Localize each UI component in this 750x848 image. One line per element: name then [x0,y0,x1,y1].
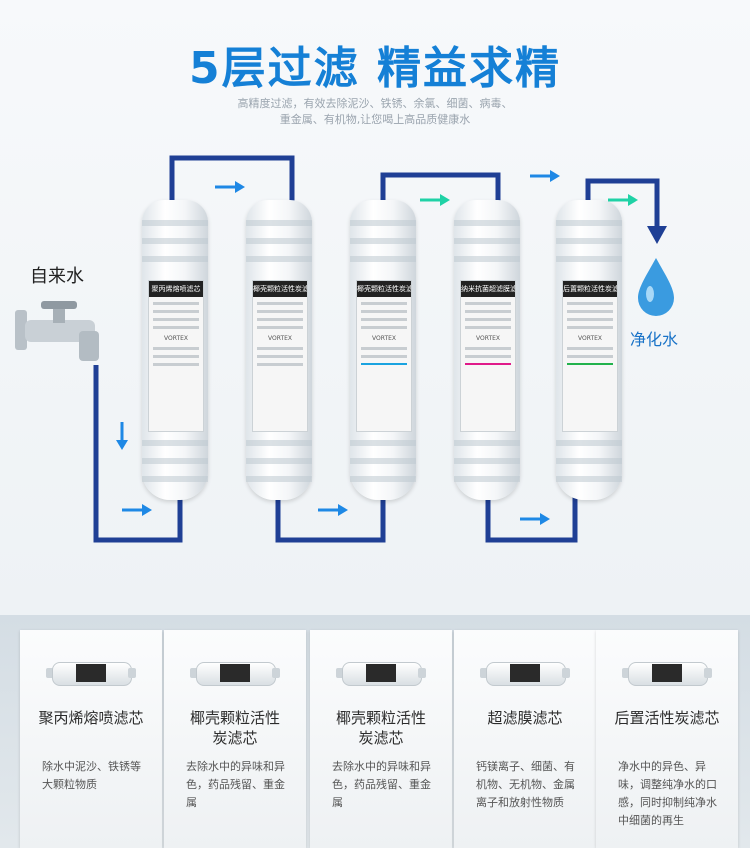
card-title: 后置活性炭滤芯 [614,709,720,727]
headline: 5层过滤 精益求精 [189,43,561,94]
filter-color-stripe [361,363,407,365]
mini-filter-image [622,660,712,686]
filter-card-1: 聚丙烯熔喷滤芯 除水中泥沙、铁锈等大颗粒物质 [20,630,162,848]
outlet-label: 净化水 [630,330,679,349]
flow-arrows [116,170,638,525]
card-title: 椰壳颗粒活性炭滤芯 [189,709,280,747]
card-title: 椰壳颗粒活性炭滤芯 [335,709,426,747]
filter-brand: VORTEX [267,335,293,342]
arrow-right [420,194,450,206]
subtitle-line-1: 高精度过滤，有效去除泥沙、铁锈、余氯、细菌、病毒、 [237,97,513,110]
filter-cartridge-1: 聚丙烯熔喷滤芯 VORTEX [142,200,208,500]
filter-cartridge-3: 椰壳颗粒活性炭滤芯 VORTEX [350,200,416,500]
arrow-right [530,170,560,182]
filter-card-2: 椰壳颗粒活性炭滤芯 去除水中的异味和异色，药品残留、重金属 [164,630,306,848]
arrow-right [122,504,152,516]
outlet-arrow-head [647,226,667,244]
card-description: 去除水中的异味和异色，药品残留、重金属 [186,760,285,809]
mini-filter-image [480,660,570,686]
pipe-2-3 [275,490,386,543]
filter-color-stripe [567,363,613,365]
inlet-label: 自来水 [30,266,84,287]
card-description: 净水中的异色、异味，调整纯净水的口感，同时抑制纯净水中细菌的再生 [618,760,717,827]
filter-card-5: 后置活性炭滤芯 净水中的异色、异味，调整纯净水的口感，同时抑制纯净水中细菌的再生 [596,630,738,848]
filter-label-band: 聚丙烯熔喷滤芯 [149,281,203,297]
card-description: 钙镁离子、细菌、有机物、无机物、金属离子和放射性物质 [476,760,575,809]
filter-cartridge-2: 椰壳颗粒活性炭滤芯 VORTEX [246,200,312,500]
card-title: 聚丙烯熔喷滤芯 [38,709,144,727]
filter-brand: VORTEX [475,335,501,342]
mini-filter-image [46,660,136,686]
filter-card-4: 超滤膜滤芯 钙镁离子、细菌、有机物、无机物、金属离子和放射性物质 [454,630,596,848]
mini-filter-image [336,660,426,686]
water-flow-diagram [15,155,674,543]
arrow-down [116,422,128,450]
filter-cartridge-5: 后置颗粒活性炭滤芯 VORTEX [556,200,622,500]
pipe-1-2 [169,155,295,210]
filter-label-band: 纳米抗菌超滤膜滤芯 [461,281,515,297]
subtitle-line-2: 重金属、有机物,让您喝上高品质健康水 [279,113,471,126]
filter-brand: VORTEX [163,335,189,342]
pipe-inlet [93,365,183,543]
pipe-3-4 [380,172,501,210]
filter-color-stripe [465,363,511,365]
arrow-right [608,194,638,206]
card-description: 除水中泥沙、铁锈等大颗粒物质 [42,760,141,791]
filter-card-3: 椰壳颗粒活性炭滤芯 去除水中的异味和异色，药品残留、重金属 [310,630,452,848]
arrow-right [318,504,348,516]
card-description: 去除水中的异味和异色，药品残留、重金属 [332,760,431,809]
mini-filter-image [190,660,280,686]
filter-label-band: 后置颗粒活性炭滤芯 [563,281,617,297]
arrow-right [215,181,245,193]
filter-cartridge-4: 纳米抗菌超滤膜滤芯 VORTEX [454,200,520,500]
filter-label-band: 椰壳颗粒活性炭滤芯 [357,281,411,297]
card-title: 超滤膜滤芯 [487,709,563,727]
filter-brand: VORTEX [371,335,397,342]
faucet-icon [15,301,99,361]
water-drop-icon [638,258,674,316]
arrow-right [520,513,550,525]
filter-label-band: 椰壳颗粒活性炭滤芯 [253,281,307,297]
filter-brand: VORTEX [577,335,603,342]
pipe-outlet [585,178,660,228]
pipe-4-5 [485,490,578,543]
